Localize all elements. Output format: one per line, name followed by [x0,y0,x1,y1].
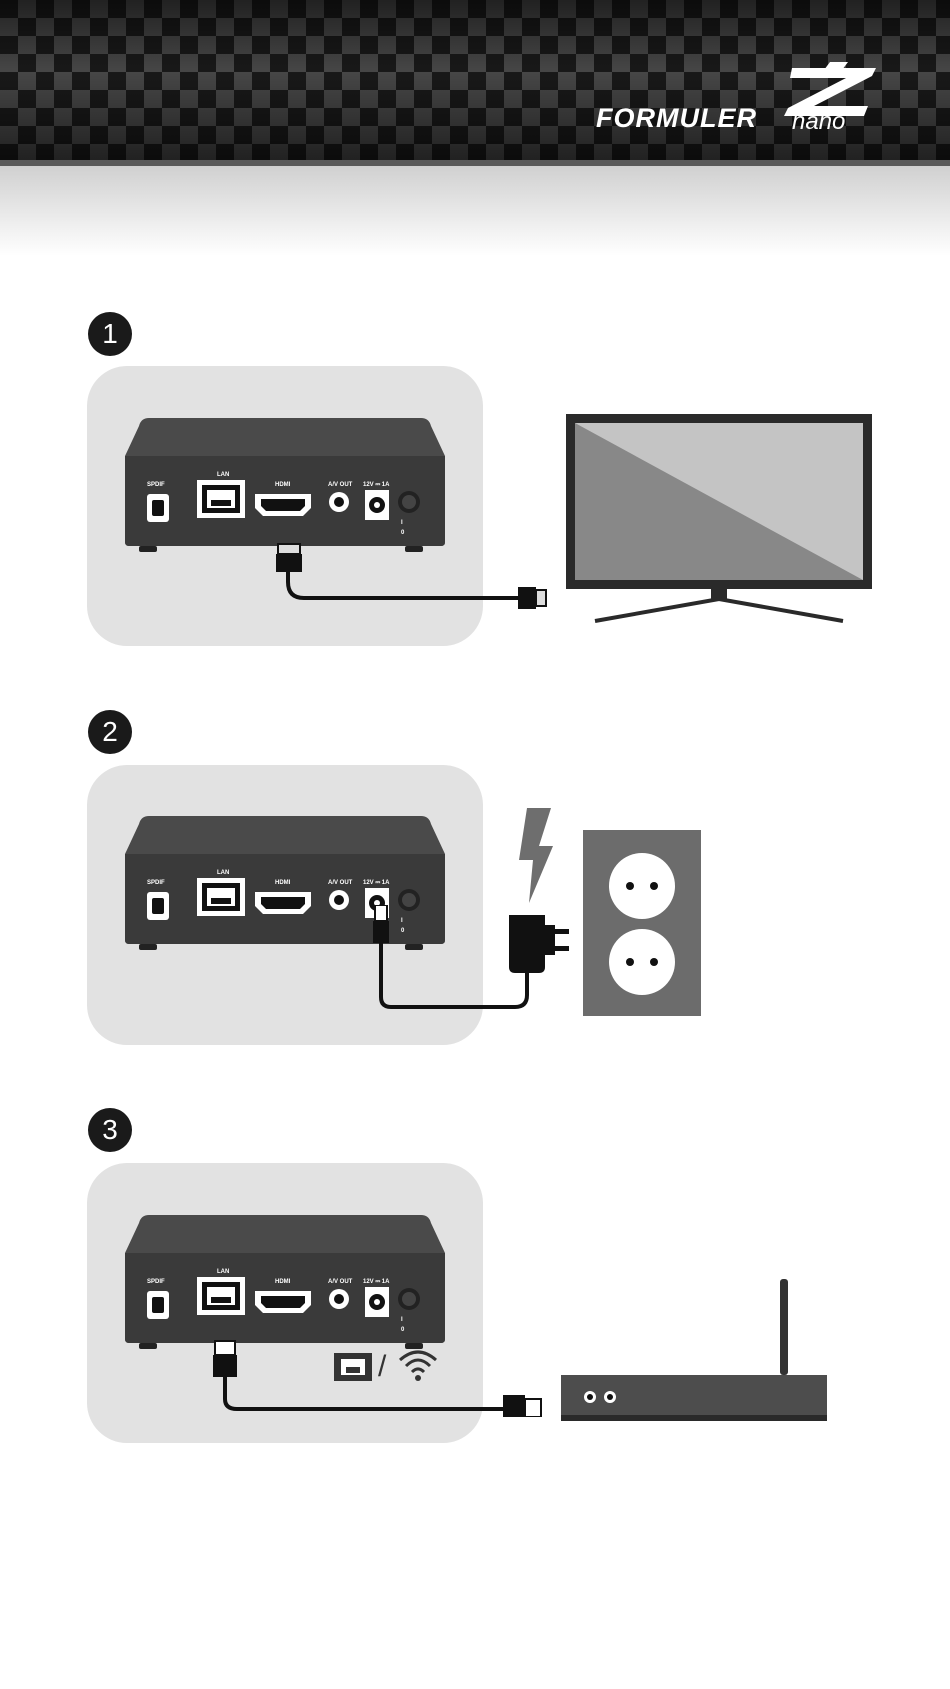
connection-separator: / [378,1350,386,1384]
av-out-label: A/V OUT [328,482,353,488]
tv-icon [565,413,873,623]
spdif-label: SPDIF [147,1279,165,1285]
spdif-label: SPDIF [147,880,165,886]
power-label: 12V ⎓ 1A [363,482,390,488]
lightning-icon [515,808,555,903]
wall-outlet-icon [583,830,701,1016]
av-out-label: A/V OUT [328,1279,353,1285]
step-1-number: 1 [88,312,132,356]
step-3-number: 3 [88,1108,132,1152]
spdif-label: SPDIF [147,482,165,488]
av-out-label: A/V OUT [328,880,353,886]
power-adapter-icon [505,905,575,975]
brand-model: nano [792,108,845,136]
power-label: 12V ⎓ 1A [363,880,390,886]
hdmi-label: HDMI [275,482,291,488]
lan-label: LAN [217,472,229,478]
step-1-hdmi-cable [260,540,560,620]
hdmi-label: HDMI [275,880,291,886]
power-label: 12V ⎓ 1A [363,1279,390,1285]
step-2-number: 2 [88,710,132,754]
brand-name: FORMULER [596,103,757,134]
step-1-device: SPDIF LAN HDMI A/V OUT 12V ⎓ 1A I 0 [125,416,445,552]
ethernet-port-icon [333,1352,373,1382]
lan-label: LAN [217,1269,229,1275]
hdmi-label: HDMI [275,1279,291,1285]
step-3-device: SPDIF LAN HDMI A/V OUT 12V ⎓ 1A I 0 [125,1213,445,1349]
header-fade [0,166,950,256]
router-icon [560,1275,830,1425]
lan-label: LAN [217,870,229,876]
wifi-icon [398,1348,438,1382]
